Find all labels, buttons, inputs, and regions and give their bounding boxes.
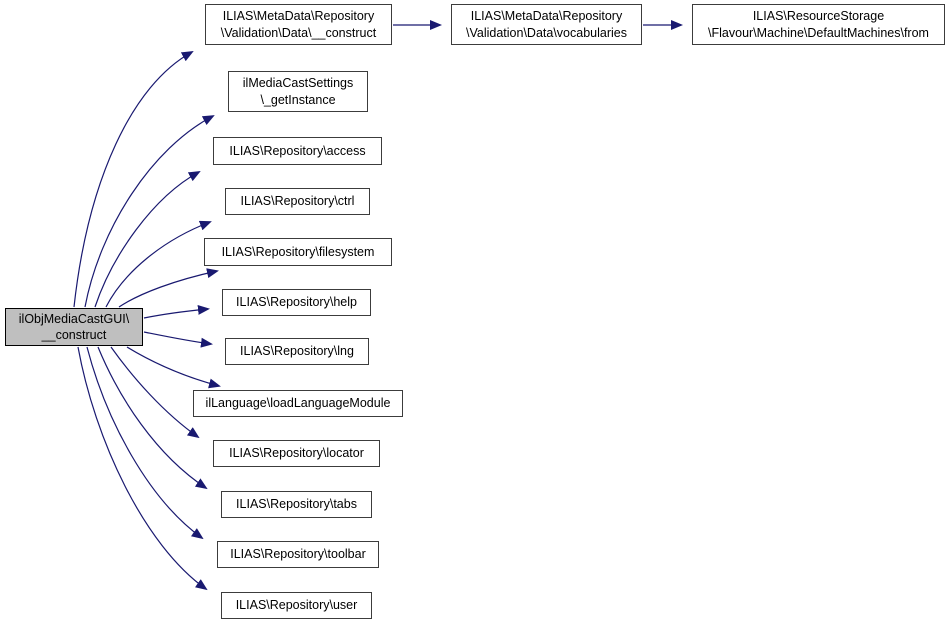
edge-focus-toolbar [86,346,204,540]
node-repository-lng[interactable]: ILIAS\Repository\lng [225,338,369,365]
edge-focus-getinstance [84,115,215,308]
edge-focus-lng [143,331,213,348]
node-repository-access[interactable]: ILIAS\Repository\access [213,137,382,165]
node-repository-locator[interactable]: ILIAS\Repository\locator [213,440,380,467]
edge-focus-ctrl [105,220,212,308]
node-repository-help[interactable]: ILIAS\Repository\help [222,289,371,316]
node-repository-filesystem[interactable]: ILIAS\Repository\filesystem [204,238,392,266]
edge-focus-help [143,304,210,319]
edge-focus-filesystem [118,268,219,308]
node-ilmediacastsettings-getinstance[interactable]: ilMediaCastSettings \_getInstance [228,71,368,112]
edge-focus-tabs [97,346,208,490]
node-repository-user[interactable]: ILIAS\Repository\user [221,592,372,619]
node-resourcestorage-defaultmachines-from[interactable]: ILIAS\ResourceStorage \Flavour\Machine\D… [692,4,945,45]
edge-focus-loadlang [126,346,221,389]
node-repository-toolbar[interactable]: ILIAS\Repository\toolbar [217,541,379,568]
edge-focus-md-construct [73,51,194,308]
node-repository-ctrl[interactable]: ILIAS\Repository\ctrl [225,188,370,215]
node-metadata-validation-construct[interactable]: ILIAS\MetaData\Repository \Validation\Da… [205,4,392,45]
node-illanguage-loadlanguagemodule[interactable]: ilLanguage\loadLanguageModule [193,390,403,417]
edge-focus-access [94,171,201,308]
node-ilobjmediacastgui-construct[interactable]: ilObjMediaCastGUI\ __construct [5,308,143,346]
node-metadata-validation-vocabularies[interactable]: ILIAS\MetaData\Repository \Validation\Da… [451,4,642,45]
edge-focus-user [77,346,208,591]
node-repository-tabs[interactable]: ILIAS\Repository\tabs [221,491,372,518]
edge-focus-locator [110,346,200,439]
